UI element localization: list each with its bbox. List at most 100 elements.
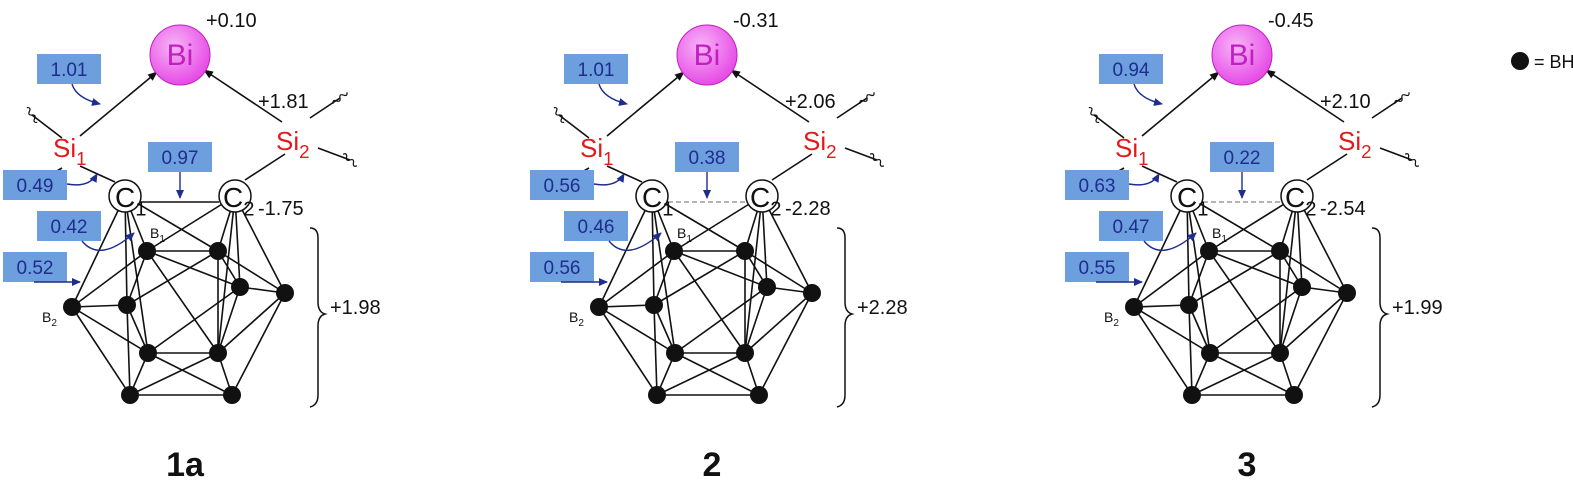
cage-bond: [1279, 286, 1303, 354]
cage-bond: [126, 304, 131, 396]
boron-vertex-dot: [1200, 242, 1218, 260]
silicon-2-label: Si2: [1338, 126, 1372, 162]
si2-squiggle-icon: [332, 92, 348, 104]
cage-bond: [598, 195, 653, 308]
boron-vertex-dot: [121, 386, 139, 404]
silicon-2-label: Si2: [803, 126, 837, 162]
si1-bi-dative-bond: [606, 71, 685, 137]
carbon-2-charge: -2.54: [1320, 198, 1366, 220]
bond-order-bi-si1-value: 1.01: [578, 60, 615, 81]
si2-c2-bond: [771, 153, 813, 181]
cage-bond: [651, 195, 746, 252]
bond-order-c1-c2-value: 0.22: [1224, 148, 1261, 169]
cage-bond: [1191, 352, 1281, 396]
compound-label: 2: [703, 446, 722, 481]
cage-bond: [126, 250, 219, 306]
si2-bi-dative-bond: [730, 69, 810, 123]
carbon-1-circle: [635, 179, 669, 213]
cage-bond: [217, 250, 286, 294]
pointer-arrow-bi-si1: [71, 83, 101, 106]
bond-order-c1-b1-box: [1099, 211, 1163, 241]
cage-bond: [1279, 195, 1298, 354]
si1-substituent-bond: [558, 114, 590, 139]
cage-bond: [1209, 352, 1295, 396]
si1-substituent-bond: [1093, 114, 1125, 139]
si2-squiggle-icon: [1394, 92, 1410, 104]
boron-vertex-dot: [276, 284, 294, 302]
cage-bond: [656, 352, 746, 396]
cage-bond: [674, 352, 760, 396]
bismuth-charge: -0.31: [733, 10, 779, 32]
si1-c1-bond: [606, 165, 643, 183]
bond-order-si1-c1-value: 0.63: [1079, 176, 1116, 197]
cage-charge: +2.28: [857, 297, 908, 319]
bond-order-c1-b1-box: [37, 211, 101, 241]
boron-1-label: B1: [677, 225, 692, 245]
pointer-arrow-si1-c1: [593, 173, 625, 186]
cage-bond: [71, 306, 131, 396]
boron-2-label: B2: [569, 309, 584, 329]
si2-substituent-bond: [844, 147, 878, 161]
bismuth-charge: +0.10: [206, 10, 257, 32]
boron-vertex-dot: [139, 344, 157, 362]
cage-bond: [1208, 195, 1298, 252]
bh-legend-label: = BH: [1534, 52, 1573, 72]
bond-order-c1-b2-value: 0.56: [544, 258, 581, 279]
pointer-arrow-c1-b1: [81, 232, 135, 251]
cage-bond: [231, 292, 286, 396]
bismuth-charge: -0.45: [1268, 10, 1314, 32]
carbon-1-circle: [1170, 179, 1204, 213]
carbon-2-circle: [1280, 179, 1314, 213]
carbon-2-label: C2: [1285, 182, 1316, 220]
cage-bond: [653, 250, 675, 306]
cage-bond: [598, 304, 655, 308]
pointer-arrow-bi-si1: [1133, 83, 1163, 106]
cage-bond: [598, 306, 676, 354]
si1-squiggle-icon: [553, 106, 565, 124]
silicon-2-charge: +1.81: [258, 91, 309, 113]
si2-squiggle-icon: [342, 153, 358, 167]
bond-order-c1-c2-box: [1210, 142, 1274, 172]
bond-order-c1-b1-box: [564, 211, 628, 241]
cage-bond: [126, 250, 148, 306]
bond-order-si1-c1-value: 0.49: [17, 176, 54, 197]
carbon-1-label: C1: [115, 182, 146, 220]
cage-bond: [217, 195, 236, 354]
silicon-2-charge: +2.06: [785, 91, 836, 113]
bond-order-si1-c1-value: 0.56: [544, 176, 581, 197]
pointer-arrow-c1-b1: [608, 232, 662, 251]
bismuth-atom-label: Bi: [694, 39, 721, 72]
boron-vertex-dot: [758, 278, 776, 296]
cage-bond: [217, 286, 241, 354]
si2-bi-dative-bond: [1265, 69, 1345, 123]
bond-order-bi-si1-value: 0.94: [1113, 60, 1150, 81]
cage-bond: [651, 195, 676, 354]
silicon-2-label: Si2: [276, 126, 310, 162]
boron-vertex-dot: [803, 284, 821, 302]
si1-c1-bond: [79, 165, 116, 183]
cage-bond: [129, 352, 219, 396]
bond-order-c1-b1-value: 0.42: [51, 217, 88, 238]
cage-bond: [744, 286, 768, 354]
boron-vertex-dot: [1183, 386, 1201, 404]
cage-brace: [309, 227, 328, 408]
cage-bond: [147, 352, 233, 396]
cage-bond: [758, 292, 813, 396]
cage-bond: [146, 250, 219, 354]
cage-bond: [1293, 292, 1348, 396]
cage-bond: [1296, 195, 1348, 294]
compound-label: 1a: [166, 446, 205, 481]
boron-vertex-dot: [1285, 386, 1303, 404]
si2-c2-bond: [244, 153, 286, 181]
bismuth-atom-sphere: [1211, 24, 1273, 86]
pointer-arrow-bi-si1: [598, 83, 628, 106]
cage-bond: [1133, 304, 1190, 308]
pointer-arrow-si1-c1: [66, 173, 98, 186]
bond-order-bi-si1-box: [37, 54, 101, 84]
cage-bond: [673, 250, 746, 354]
boron-vertex-dot: [118, 296, 136, 314]
boron-vertex-dot: [648, 386, 666, 404]
cage-bond: [124, 195, 149, 354]
